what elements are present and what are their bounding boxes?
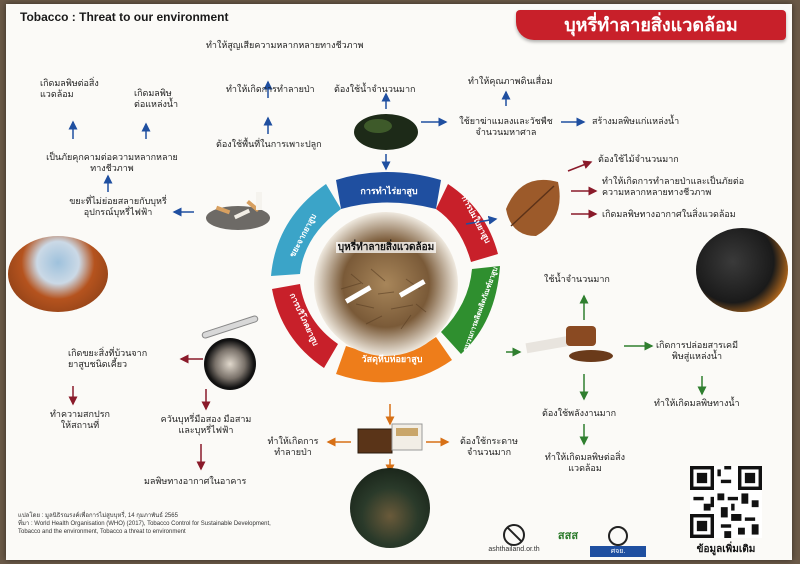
waste-water-pollution-text: เกิดมลพิษต่อแหล่งน้ำ bbox=[134, 88, 179, 109]
cigarette-packaging-image bbox=[357, 423, 423, 454]
farming-pesticide-text: ใช้ยาฆ่าแมลงและวัชพืชจำนวนมหาศาล bbox=[459, 116, 553, 137]
poster: Tobacco : Threat to our environment บุหร… bbox=[6, 4, 792, 560]
wheel-segment-waste bbox=[271, 184, 341, 276]
consumption-smoke-text: ควันบุหรี่มือสอง มือสามและบุหรี่ไฟฟ้า bbox=[160, 414, 252, 435]
ash-logo-text: ashthailand.or.th bbox=[488, 546, 540, 553]
curing-air-pollution-text: เกิดมลพิษทางอากาศในสิ่งแวดล้อม bbox=[602, 209, 736, 219]
deforestation-photo bbox=[350, 468, 430, 548]
wheel-center-label: บุหรี่ทำลายสิ่งแวดล้อม bbox=[336, 242, 436, 253]
wheel bbox=[271, 172, 500, 383]
curing-deforestation-text: ทำให้เกิดการทำลายป่าและเป็นภัยต่อความหลา… bbox=[602, 176, 745, 197]
manufacturing-water-pollution-text: ทำให้เกิดมลพิษทางน้ำ bbox=[654, 398, 740, 408]
manufacturing-water-text: ใช้น้ำจำนวนมาก bbox=[544, 274, 610, 284]
tobacco-products-image bbox=[525, 326, 613, 362]
source-line-2: Tobacco and the environment, Tobacco a t… bbox=[18, 529, 186, 535]
farming-biodiversity-loss-text: ทำให้สูญเสียความหลากหลายทางชีวภาพ bbox=[206, 40, 364, 50]
trc-logo: ศจย. bbox=[590, 526, 646, 557]
farming-pesticide-result-text: สร้างมลพิษแก่แหล่งน้ำ bbox=[592, 116, 680, 126]
translated-by-text: แปลโดย : มูลนิธิรณรงค์เพื่อการไม่สูบบุหร… bbox=[18, 513, 178, 519]
waste-source-text: ขยะที่ไม่ย่อยสลายกับบุหรี่ อุปกรณ์บุหรี่… bbox=[69, 196, 167, 217]
farming-soil-text: ทำให้คุณภาพดินเสื่อม bbox=[468, 76, 553, 86]
farming-water-text: ต้องใช้น้ำจำนวนมาก bbox=[334, 84, 416, 94]
tobacco-center-image bbox=[314, 212, 458, 356]
packaging-deforestation-text: ทำให้เกิดการทำลายป่า bbox=[267, 436, 319, 457]
wheel-label-farming: การทำไร่ยาสูบ bbox=[360, 186, 418, 196]
waste-env-pollution-text: เกิดมลพิษต่อสิ่งแวดล้อม bbox=[40, 78, 99, 99]
factory-smoke-photo bbox=[696, 228, 788, 312]
wheel-segment-manufacturing bbox=[441, 266, 500, 354]
wheel-segment-consumption bbox=[272, 284, 338, 368]
manufacturing-energy-text: ต้องใช้พลังงานมาก bbox=[542, 408, 617, 418]
thaihealth-logo: สสส bbox=[557, 530, 579, 542]
ashtray-photo bbox=[204, 338, 256, 390]
wheel-segment-farming bbox=[336, 172, 441, 209]
wheel-segment-curing bbox=[436, 184, 498, 262]
farming-land-use-text: ต้องใช้พื้นที่ในการเพาะปลูก bbox=[216, 139, 322, 149]
waste-biodiversity-text: เป็นภัยคุกคามต่อความหลากหลายทางชีวภาพ bbox=[46, 152, 178, 173]
ash-logo: ashthailand.or.th bbox=[484, 524, 544, 553]
qr-code[interactable] bbox=[690, 466, 762, 538]
trc-logo-text: ศจย. bbox=[590, 546, 646, 557]
consumption-litter-text: เกิดขยะสิ่งที่บ้วนจากยาสูบชนิดเคี้ยว bbox=[68, 348, 148, 369]
wheel-segment-packaging bbox=[336, 337, 452, 383]
no-smoking-icon bbox=[503, 524, 525, 546]
no-smoking-icon-2 bbox=[608, 526, 628, 546]
consumption-cleaning-text: ทำความสกปรกให้สถานที่ bbox=[50, 409, 110, 430]
cigarette-butts-image bbox=[206, 192, 270, 230]
e-cigarette-image bbox=[201, 315, 259, 339]
dry-land-photo bbox=[8, 236, 108, 312]
curing-wood-text: ต้องใช้ไม้จำนวนมาก bbox=[598, 154, 679, 164]
consumption-indoor-text: มลพิษทางอากาศในอาคาร bbox=[144, 476, 247, 486]
qr-code-label: ข้อมูลเพิ่มเติม bbox=[696, 544, 756, 555]
packaging-paper-text: ต้องใช้กระดาษจำนวนมาก bbox=[459, 436, 519, 457]
manufacturing-env-pollution-text: ทำให้เกิดมลพิษต่อสิ่งแวดล้อม bbox=[544, 452, 626, 473]
source-line-1: ที่มา : World Health Organisation (WHO) … bbox=[18, 521, 271, 527]
manufacturing-chemicals-text: เกิดการปล่อยสารเคมีพิษสู่แหล่งน้ำ bbox=[655, 340, 739, 361]
farming-deforestation-text: ทำให้เกิดการทำลายป่า bbox=[226, 84, 315, 94]
poster-title-th-banner: บุหรี่ทำลายสิ่งแวดล้อม bbox=[516, 10, 786, 40]
sources-block: แปลโดย : มูลนิธิรณรงค์เพื่อการไม่สูบบุหร… bbox=[18, 512, 338, 536]
poster-title-en: Tobacco : Threat to our environment bbox=[20, 10, 229, 24]
wheel-label-packaging: วัสดุหีบห่อยาสูบ bbox=[361, 354, 423, 364]
